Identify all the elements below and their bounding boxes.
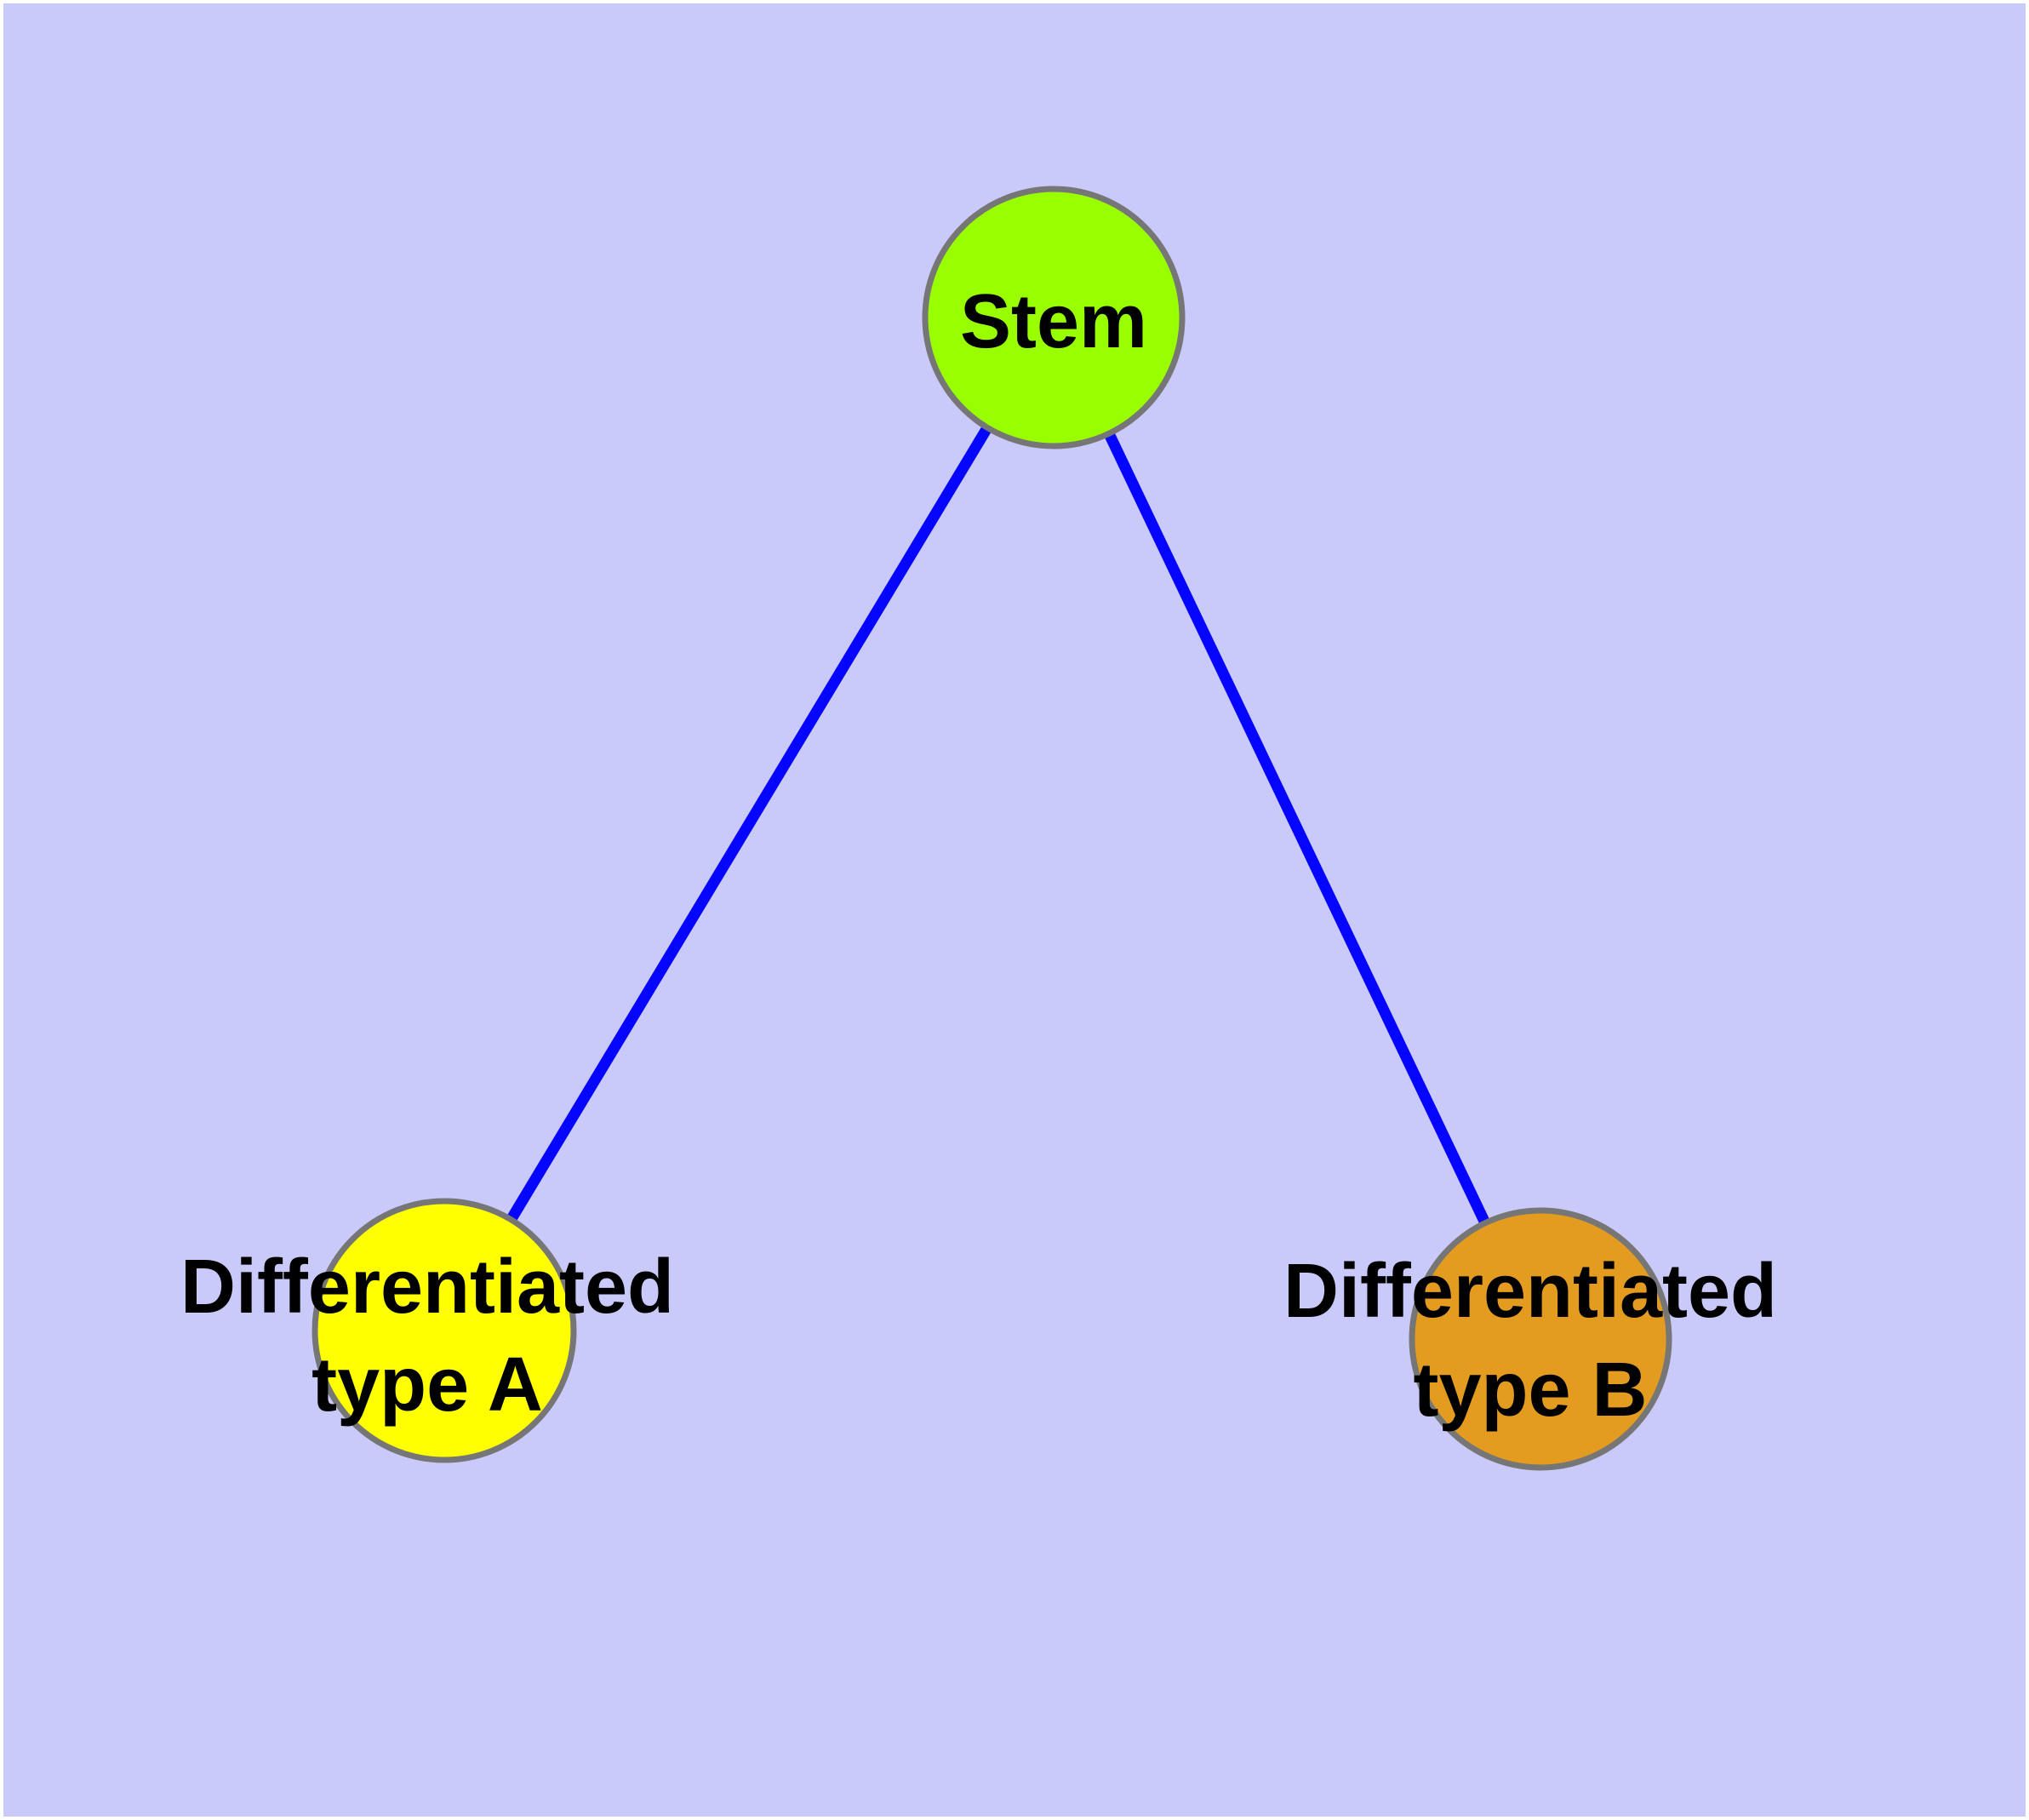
- label-stem: Stem: [960, 279, 1147, 364]
- node-stem: [922, 186, 1186, 449]
- node-differentiated-type-b: [1409, 1207, 1672, 1471]
- label-differentiated-type-a: Differentiated type A: [180, 1245, 674, 1428]
- label-line: Differentiated: [1283, 1249, 1777, 1334]
- label-line: Differentiated: [180, 1245, 674, 1330]
- label-differentiated-type-b: Differentiated type B: [1283, 1249, 1777, 1433]
- edges-layer: [439, 314, 1546, 1342]
- label-line: type A: [311, 1342, 543, 1428]
- edge-stem-to-differentiated-type-b: [1049, 315, 1546, 1342]
- label-line: Stem: [960, 279, 1147, 364]
- nodes-layer: [311, 186, 1672, 1471]
- label-line: type B: [1413, 1348, 1647, 1433]
- node-differentiated-type-a: [311, 1198, 577, 1463]
- edge-stem-to-differentiated-type-a: [439, 314, 1059, 1334]
